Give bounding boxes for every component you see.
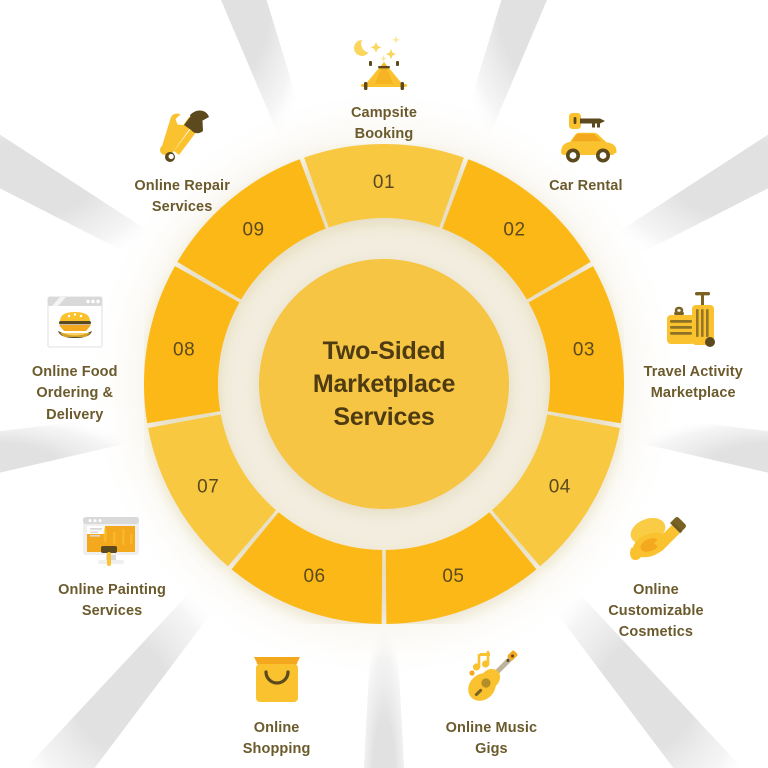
node-label: Online Food Ordering & Delivery <box>31 364 118 423</box>
segment-ring: 01 02 03 04 05 06 07 08 09 <box>144 144 624 624</box>
paint-monitor-icon <box>79 513 145 571</box>
node-label: Online Painting Services <box>58 582 166 620</box>
node-label: Campsite Booking <box>350 105 418 143</box>
node-label: Online Music Gigs <box>445 720 538 758</box>
guitar-icon <box>458 650 524 709</box>
node-label: Online Shopping <box>242 720 311 758</box>
page-title: Two-Sided Marketplace Services <box>312 336 456 431</box>
node-paint-monitor[interactable]: Online Painting Services <box>22 513 202 622</box>
segment-number-08: 08 <box>173 340 195 361</box>
luggage-icon <box>660 292 726 353</box>
segment-number-07: 07 <box>197 477 219 498</box>
ray-seam <box>615 413 768 473</box>
tent-icon <box>351 36 417 94</box>
cosmetics-brush-icon <box>623 513 689 571</box>
node-shopping-bag[interactable]: Online Shopping <box>187 651 367 760</box>
ring-segments <box>144 144 624 624</box>
ring-segment-03[interactable] <box>528 266 624 424</box>
segment-number-05: 05 <box>442 566 464 587</box>
node-label: Online Customizable Cosmetics <box>608 582 704 641</box>
segment-number-03: 03 <box>573 340 595 361</box>
hammer-wrench-icon <box>149 109 215 167</box>
ring-segment-07[interactable] <box>148 414 277 567</box>
ring-segment-06[interactable] <box>231 512 383 624</box>
node-tent[interactable]: Campsite Booking <box>294 36 474 145</box>
node-label: Car Rental <box>549 178 623 195</box>
node-car-key[interactable]: Car Rental <box>496 109 676 197</box>
ring-segment-09[interactable] <box>177 159 326 300</box>
node-luggage[interactable]: Travel Activity Marketplace <box>603 292 768 404</box>
ring-segment-numbers: 01 02 03 04 05 06 07 08 09 <box>173 172 595 587</box>
car-key-icon <box>553 109 619 167</box>
node-guitar[interactable]: Online Music Gigs <box>401 650 581 760</box>
node-label: Travel Activity Marketplace <box>643 364 743 402</box>
ray-seam <box>0 413 153 473</box>
segment-number-01: 01 <box>373 172 395 193</box>
segment-number-02: 02 <box>503 219 525 240</box>
ring-segment-02[interactable] <box>442 159 591 300</box>
node-label: Online Repair Services <box>134 178 230 216</box>
node-food-browser[interactable]: Online Food Ordering & Delivery <box>0 295 165 425</box>
center-hub: Two-Sided Marketplace Services <box>259 259 509 509</box>
node-cosmetics-brush[interactable]: Online Customizable Cosmetics <box>566 513 746 643</box>
segment-number-06: 06 <box>303 566 325 587</box>
ring-segment-05[interactable] <box>385 512 537 624</box>
segment-number-04: 04 <box>549 477 571 498</box>
ring-segment-01[interactable] <box>304 144 464 228</box>
food-browser-icon <box>42 295 108 353</box>
ring-segment-08[interactable] <box>144 266 240 424</box>
node-hammer-wrench[interactable]: Online Repair Services <box>92 109 272 218</box>
ring-segment-04[interactable] <box>491 414 620 567</box>
shopping-bag-icon <box>244 651 310 709</box>
segment-number-09: 09 <box>242 219 264 240</box>
